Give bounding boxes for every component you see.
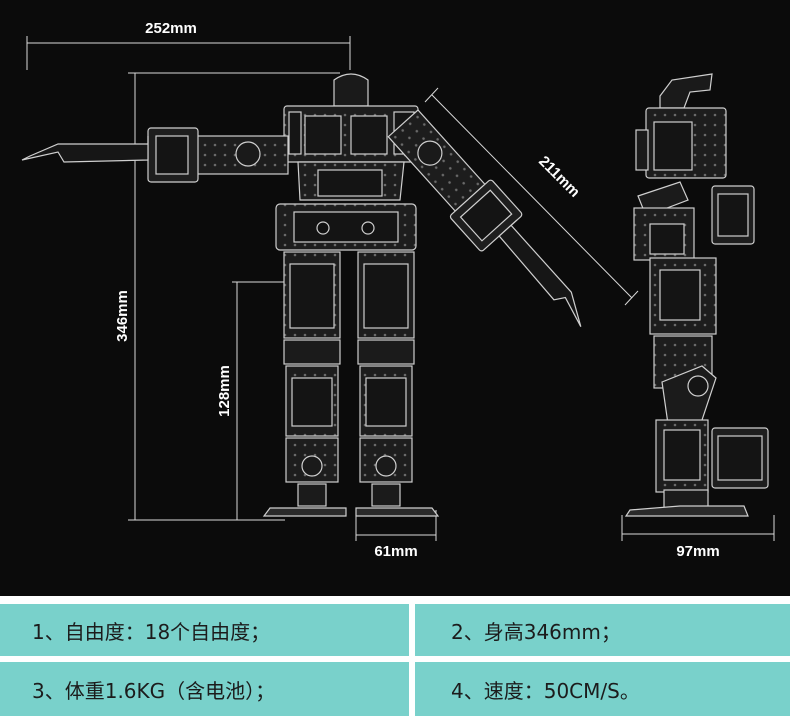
- dim-foot-width-label: 61mm: [374, 543, 417, 560]
- spec-height: 2、身高346mm；: [415, 604, 790, 656]
- dim-arm-length-label: 211mm: [535, 153, 583, 201]
- spec-dof-text: 1、自由度：18个自由度；: [32, 619, 271, 644]
- robot-side-view: [624, 73, 769, 517]
- spec-weight: 3、体重1.6KG（含电池）；: [0, 662, 409, 716]
- spec-weight-text: 3、体重1.6KG（含电池）；: [32, 678, 276, 703]
- dim-side-depth-label: 97mm: [676, 543, 719, 560]
- dim-overall-width-label: 252mm: [145, 20, 197, 37]
- spec-dof: 1、自由度：18个自由度；: [0, 604, 409, 656]
- spec-speed-text: 4、速度：50CM/S。: [451, 678, 640, 703]
- robot-dimension-diagram: 252mm 346mm 128mm 211mm 61mm 97mm: [21, 20, 775, 560]
- dim-height-label: 346mm: [114, 290, 131, 342]
- spec-speed: 4、速度：50CM/S。: [415, 662, 790, 716]
- spec-height-text: 2、身高346mm；: [451, 619, 621, 644]
- diagram-area: 252mm 346mm 128mm 211mm 61mm 97mm: [21, 20, 775, 560]
- robot-front-view: [21, 73, 582, 517]
- spec-table: 1、自由度：18个自由度； 2、身高346mm； 3、体重1.6KG（含电池）；…: [0, 596, 790, 718]
- dim-leg-height-label: 128mm: [216, 365, 233, 417]
